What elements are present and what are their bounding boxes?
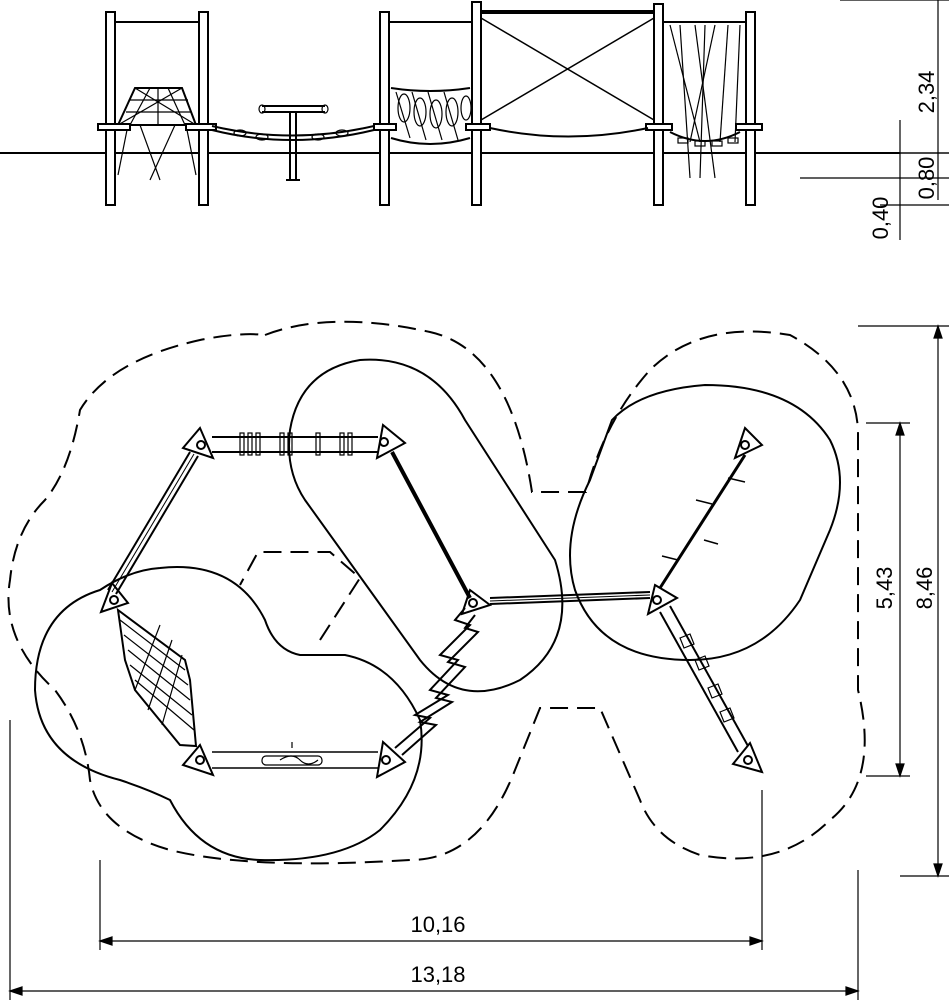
elevation-view: 2,34 0,80 0,40: [0, 0, 949, 240]
elevation-posts: [105, 1, 756, 206]
plan-right-lower-beam: [659, 605, 749, 753]
plan-log-bridge: [212, 432, 378, 456]
plan-connection-beam: [489, 591, 651, 605]
plan-right-upper-beam: [658, 454, 747, 589]
plan-zigzag-bridge: [394, 607, 480, 756]
climbing-frame: [116, 87, 198, 181]
plan-bottom-bridge: [212, 742, 378, 769]
plan-view: 10,16 13,18 5,43 8,46: [7, 320, 949, 1000]
dim-inner-width: 10,16: [410, 912, 465, 937]
inner-safety-outline: [239, 551, 362, 641]
elevation-top-bars: [115, 10, 746, 23]
dim-total-depth: 8,46: [912, 567, 937, 610]
dim-inner-depth: 5,43: [872, 567, 897, 610]
dim-foundation-depth: 0,40: [868, 197, 893, 240]
plan-net-climber: [116, 607, 198, 748]
plan-posts: [99, 423, 764, 779]
plan-middle-beam: [390, 451, 472, 599]
elevation-platforms: [97, 123, 763, 131]
plan-dimension-lines: [8, 324, 949, 1000]
dim-platform-height: 0,80: [914, 157, 939, 200]
elevation-dimension-lines: [800, 0, 949, 240]
dim-total-width: 13,18: [410, 962, 465, 987]
safety-area-outline: [7, 320, 866, 865]
fall-zones: [33, 358, 841, 862]
plan-left-beam: [107, 451, 199, 595]
log-bridge: [211, 104, 375, 181]
hanging-rope-bridge: [669, 24, 741, 179]
cross-rope-bridge: [480, 17, 655, 138]
net-bridge: [390, 87, 472, 145]
dim-total-height: 2,34: [914, 71, 939, 114]
